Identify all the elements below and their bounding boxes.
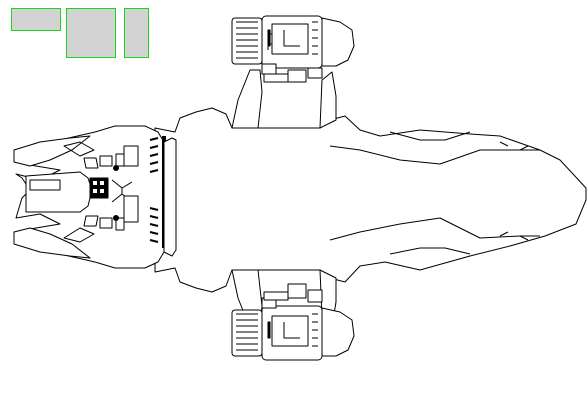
armor-ribs [149, 137, 159, 243]
lower-engine-vents [236, 313, 318, 351]
layout-swatch-square[interactable] [66, 8, 116, 58]
nose-mandible-upper [13, 135, 91, 167]
layout-swatch-wide[interactable] [11, 8, 61, 31]
cockpit-canopy [29, 179, 61, 191]
upper-pylon [231, 69, 263, 129]
tail-fin-lower [389, 247, 471, 255]
side-pod-lower [123, 195, 139, 223]
nose-mandible-lower [13, 227, 91, 259]
tail-fin-upper [389, 131, 471, 141]
layout-swatch-tall[interactable] [124, 8, 149, 58]
upper-pylon-rear [319, 71, 337, 129]
cockpit-block [25, 171, 93, 213]
main-hull [154, 107, 587, 293]
cockpit-sensor-panel [89, 177, 109, 199]
side-pod-upper [123, 145, 139, 167]
tail-tip-notch [499, 141, 529, 241]
hull-neck [163, 137, 177, 257]
